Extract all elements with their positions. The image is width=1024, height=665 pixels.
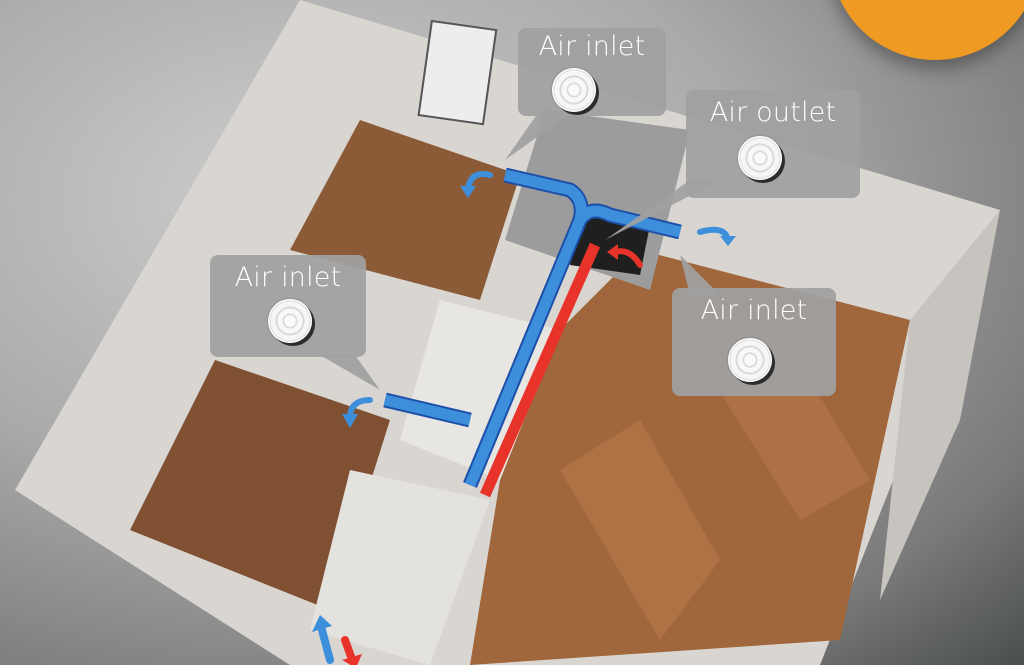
callout-air-inlet-right: Air inlet xyxy=(672,288,836,396)
supply-duct-right xyxy=(575,205,682,238)
callout-air-inlet-top: Air inlet xyxy=(518,28,666,116)
callout-label: Air inlet xyxy=(700,295,808,326)
callout-label: Air inlet xyxy=(234,262,342,293)
ceiling-diffuser-icon xyxy=(738,136,782,180)
ceiling-diffuser-icon xyxy=(552,68,596,112)
ceiling-diffuser-icon xyxy=(268,299,312,343)
callout-air-inlet-left: Air inlet xyxy=(210,255,366,357)
exhaust-duct xyxy=(479,242,601,498)
intake-arrow-icon xyxy=(318,626,334,664)
callout-air-outlet: Air outlet xyxy=(686,90,860,198)
ceiling-diffuser-icon xyxy=(728,338,772,382)
supply-duct-left xyxy=(383,394,472,426)
callout-label: Air outlet xyxy=(709,97,837,128)
room-floor-bottom-left xyxy=(130,360,390,610)
callout-label: Air inlet xyxy=(538,31,646,62)
ventilation-unit xyxy=(310,470,490,665)
